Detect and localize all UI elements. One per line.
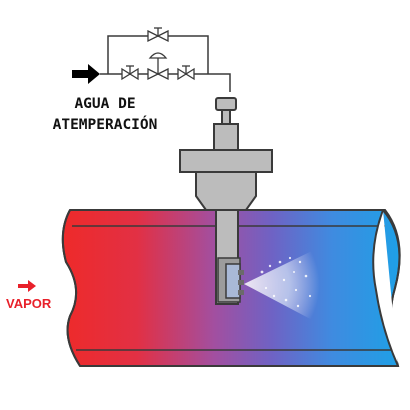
- desuperheater-lance: [179, 97, 273, 305]
- spray-nozzle: [225, 263, 241, 299]
- valve-icon: [177, 65, 195, 81]
- vapor-label: VAPOR: [6, 296, 52, 311]
- valve-icon: [147, 27, 169, 43]
- water-supply-piping: [100, 35, 231, 92]
- water-label-line2: ATEMPERACIÓN: [52, 117, 158, 133]
- water-inlet-label: AGUA DE ATEMPERACIÓN: [30, 94, 180, 136]
- water-spray: [244, 248, 320, 322]
- water-label-line1: AGUA DE: [74, 96, 136, 112]
- flange: [179, 149, 273, 173]
- arrow-right-icon: [72, 64, 100, 84]
- arrow-right-icon: [18, 280, 36, 292]
- valve-icon: [121, 65, 139, 81]
- valve-icon: [147, 52, 169, 81]
